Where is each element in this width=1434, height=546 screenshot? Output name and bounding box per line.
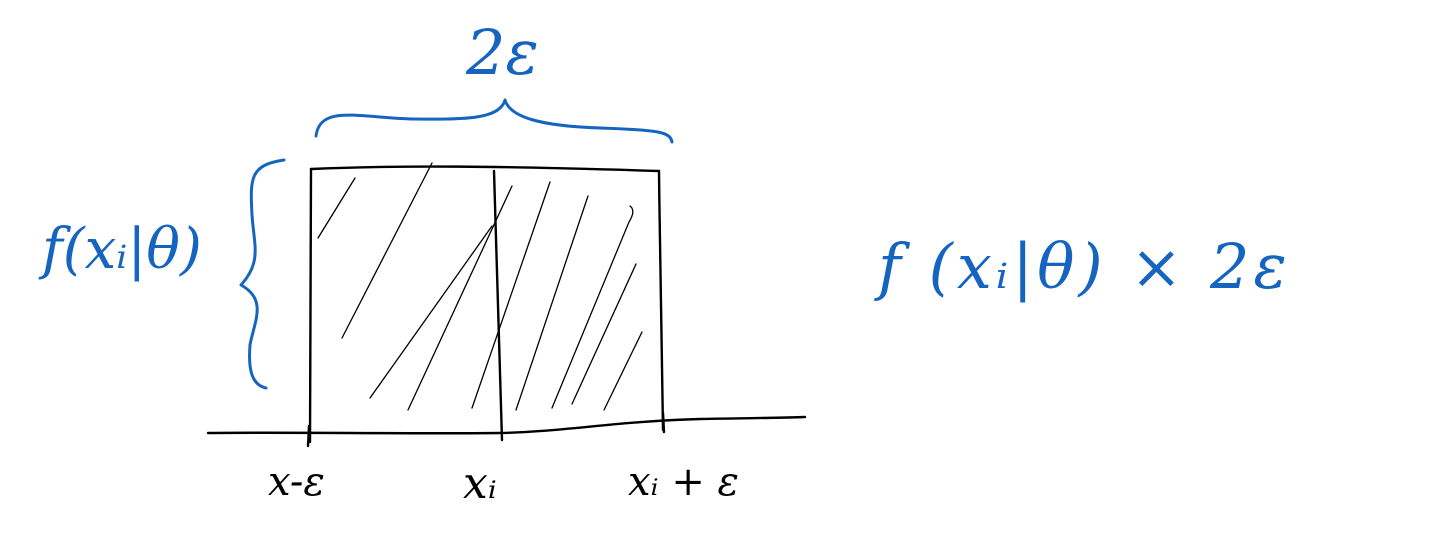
center-line-xi (492, 169, 504, 442)
hatch-line (317, 177, 356, 239)
x-axis (206, 415, 807, 435)
hatch-line (407, 185, 513, 411)
rectangle-left-edge (308, 167, 313, 444)
hatch-line (471, 181, 551, 409)
rectangle-right-edge (657, 169, 665, 432)
hatch-line (603, 331, 643, 411)
tick-label-center: xᵢ (463, 458, 497, 509)
area-formula: f (xᵢ|θ) × 2ε (878, 230, 1291, 303)
tick-mark-right (661, 411, 666, 434)
width-brace (314, 98, 674, 144)
hatch-line (369, 225, 493, 399)
tick-label-right: xᵢ + ε (628, 459, 740, 505)
height-brace (239, 158, 286, 390)
rectangle-hatching (317, 162, 643, 411)
height-label: f(xᵢ|θ) (42, 217, 202, 282)
hatch-line (515, 195, 589, 411)
width-label: 2ε (466, 16, 539, 89)
rectangle-top-edge (309, 165, 661, 173)
tick-mark-left (306, 424, 311, 448)
hatch-line (551, 205, 634, 409)
hatch-line (341, 162, 433, 339)
tick-label-left: x-ε (268, 459, 325, 505)
hatch-line (571, 263, 637, 405)
